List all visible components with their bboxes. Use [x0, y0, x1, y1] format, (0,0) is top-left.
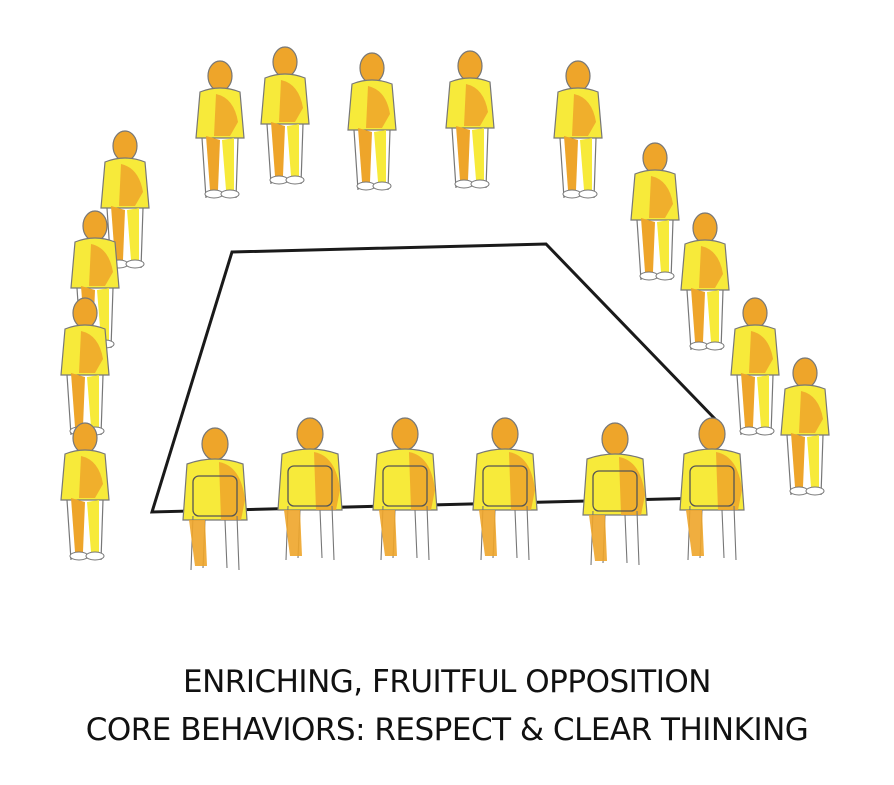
- caption-line-2: CORE BEHAVIORS: RESPECT & CLEAR THINKING: [85, 712, 809, 748]
- meeting-circle-illustration: [60, 46, 830, 571]
- caption-line-1: ENRICHING, FRUITFUL OPPOSITION: [183, 664, 711, 700]
